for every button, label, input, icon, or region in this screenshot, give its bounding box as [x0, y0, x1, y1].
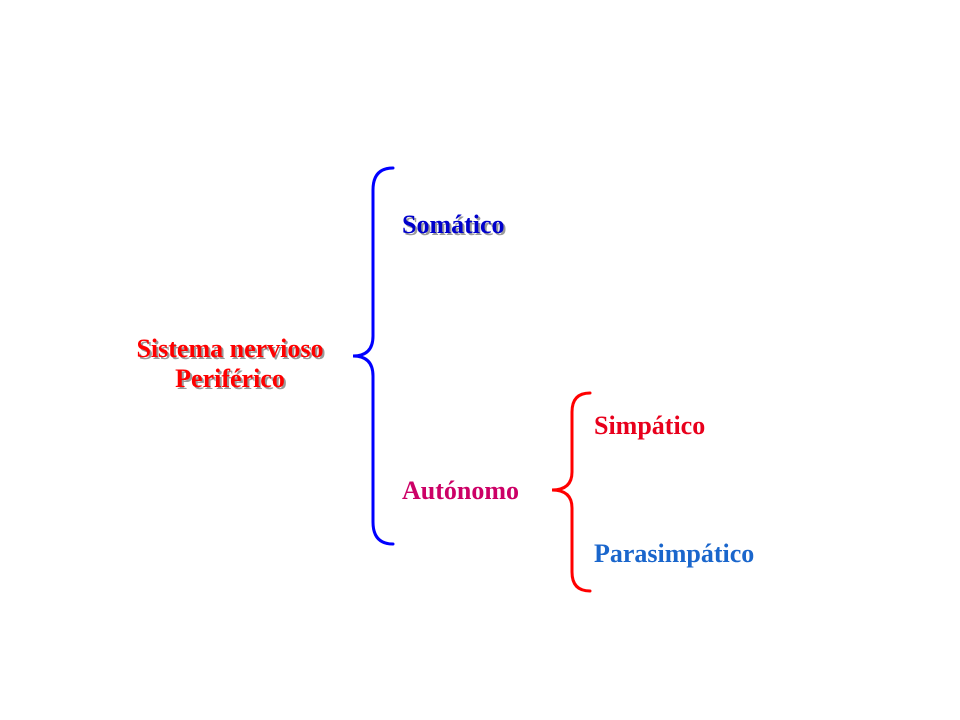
- root-label-line1: Sistema nervioso: [136, 334, 324, 363]
- root-label-line2: Periférico: [175, 364, 285, 393]
- autonomic-label: Autónomo: [402, 476, 520, 505]
- root-node-label: Sistema nervioso Periférico: [80, 334, 380, 394]
- sympathetic-label: Simpático: [594, 411, 706, 440]
- somatic-label: Somático: [402, 210, 505, 239]
- parasympathetic-label: Parasimpático: [594, 539, 755, 568]
- main-brace: [352, 166, 395, 546]
- sub-brace: [551, 391, 592, 593]
